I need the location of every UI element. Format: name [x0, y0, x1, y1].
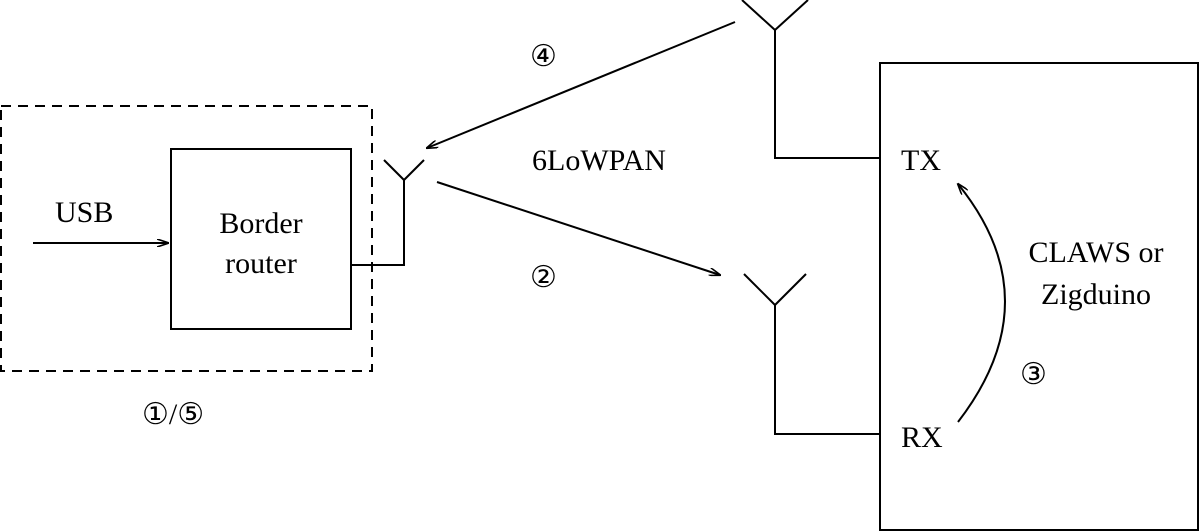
step-4-label: ④	[530, 40, 557, 73]
border-router-box	[170, 148, 352, 330]
tx-label: TX	[901, 144, 941, 177]
border-router-label-line1: Border	[219, 207, 302, 240]
rx-label: RX	[901, 421, 943, 454]
rx-to-tx-arrow	[958, 184, 1006, 423]
device-label-line1: CLAWS or	[1028, 236, 1163, 269]
step-2-label: ②	[530, 261, 557, 294]
border-router-enclosure	[0, 105, 373, 372]
device-label-line2: Zigduino	[1041, 278, 1151, 311]
device-box	[879, 62, 1199, 531]
border-router-antenna-icon	[351, 159, 425, 266]
rx-antenna-icon	[743, 273, 880, 435]
network-label: 6LoWPAN	[532, 144, 666, 177]
step-1-5-label: ①/⑤	[142, 398, 204, 431]
step-3-label: ③	[1020, 358, 1047, 391]
downlink-arrow	[427, 21, 736, 148]
usb-label: USB	[55, 196, 113, 229]
tx-antenna-icon	[741, 0, 880, 159]
border-router-label-line2: router	[225, 247, 297, 280]
uplink-arrow	[436, 181, 720, 275]
